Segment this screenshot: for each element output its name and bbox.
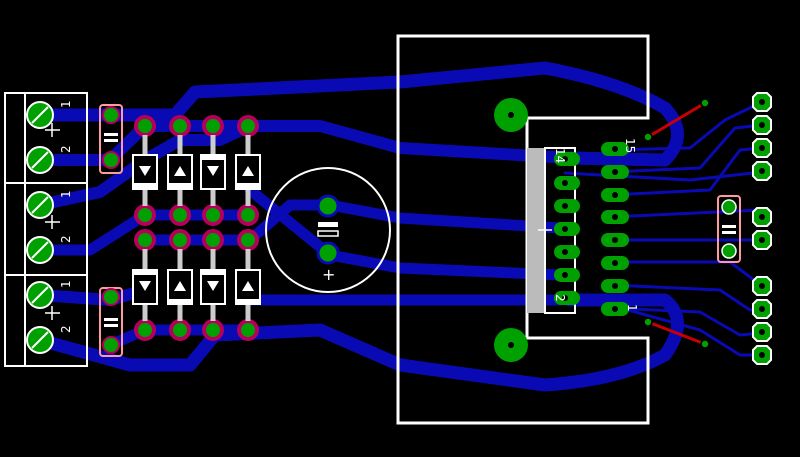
screw-terminal-2a (26, 191, 54, 219)
airwire-vias (643, 98, 710, 349)
terminal-3-pin2-label: 2 (59, 325, 73, 333)
header-group-bottom (752, 276, 772, 365)
pin-1-label: 1 (625, 304, 639, 312)
connector-pins (527, 142, 629, 316)
terminal-3-pin1-label: 1 (59, 280, 73, 288)
connector-outline (396, 34, 650, 425)
airwires (647, 101, 706, 346)
diode-array (132, 115, 261, 341)
shield-mount-pads (494, 98, 528, 362)
screw-terminal-1b (26, 146, 54, 174)
screw-terminal-3b (26, 326, 54, 354)
terminal-2-pin1-label: 1 (59, 190, 73, 198)
screw-terminal-1a (26, 101, 54, 129)
screw-terminal-2b (26, 236, 54, 264)
connector-labels: 14 15 2 1 (553, 138, 639, 312)
screw-terminal-3a (26, 281, 54, 309)
terminal-labels: 1 2 1 2 1 2 (45, 100, 73, 333)
header-group-middle (752, 207, 772, 250)
capacitor-polarity-label: + (322, 265, 335, 284)
terminal-2-pin2-label: 2 (59, 235, 73, 243)
electrolytic-capacitor: + (265, 167, 391, 293)
header-group-top (752, 92, 772, 181)
right-header-pins (752, 92, 772, 365)
terminal-1-pin2-label: 2 (59, 145, 73, 153)
small-capacitors-left (99, 104, 123, 357)
terminal-screws (26, 101, 54, 354)
pin-14-label: 14 (553, 148, 567, 163)
terminal-blocks (4, 92, 88, 367)
small-capacitor-right (717, 195, 741, 263)
pin-2-label: 2 (553, 294, 567, 302)
terminal-1-pin1-label: 1 (59, 100, 73, 108)
pin-15-label: 15 (623, 138, 637, 153)
